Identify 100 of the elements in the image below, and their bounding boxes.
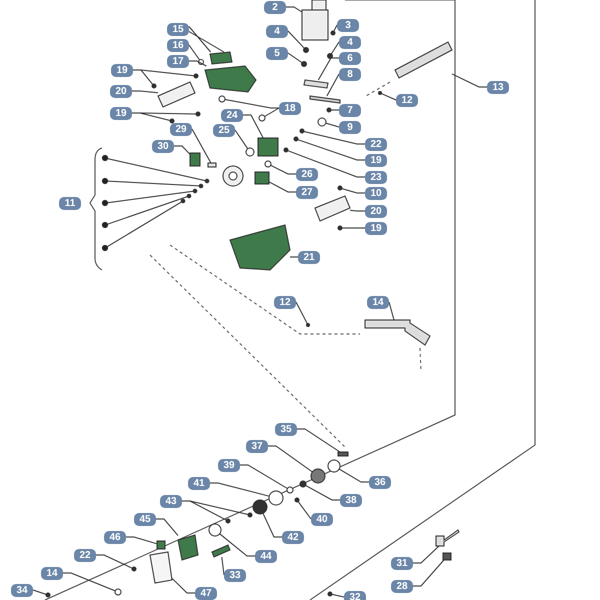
leader-line	[188, 26, 212, 52]
callout-number: 31	[391, 556, 413, 570]
bracket-drawing	[190, 152, 200, 166]
screw-drawing	[192, 188, 198, 194]
screw-drawing	[294, 136, 298, 142]
nut-drawing	[218, 96, 226, 102]
leader-line	[242, 114, 264, 138]
callout-number: 24	[221, 108, 243, 122]
leader-line	[287, 150, 366, 178]
bracket-drawing	[258, 138, 278, 156]
callout-number: 27	[296, 186, 318, 198]
leader-line	[262, 512, 282, 538]
screw-drawing	[46, 592, 50, 598]
callout-number: 16	[167, 38, 189, 52]
tube-drawing	[394, 41, 453, 79]
screw-drawing	[152, 84, 156, 88]
callout-number: 4	[266, 24, 288, 38]
connector-dot	[102, 200, 108, 206]
callout-number: 19	[365, 154, 387, 166]
leader-line	[341, 188, 366, 194]
housing-drawing	[302, 0, 328, 40]
callout-number: 19	[111, 64, 133, 76]
screw-drawing	[301, 61, 307, 67]
leader-line	[234, 130, 248, 150]
callout-number: 3	[337, 18, 359, 32]
leader-line	[297, 139, 366, 160]
callout-number: 15	[167, 22, 189, 36]
ring-drawing	[328, 460, 340, 472]
leader-line	[188, 44, 200, 60]
callout-number: 22	[74, 548, 96, 562]
screw-drawing	[198, 184, 204, 188]
screw-drawing	[306, 323, 310, 327]
pin-drawing	[326, 108, 332, 112]
leader-line	[296, 302, 308, 324]
callout-number: 35	[275, 422, 297, 436]
leader-line	[332, 594, 344, 598]
leader-line	[174, 146, 190, 155]
callout-number: 34	[11, 584, 33, 596]
pin-drawing	[303, 79, 329, 89]
leader-line	[298, 501, 312, 520]
callout-number: 30	[152, 140, 174, 152]
leader-line	[126, 536, 158, 544]
leader-line	[412, 560, 444, 586]
leader-line	[188, 60, 207, 66]
callout-number: 36	[369, 476, 391, 488]
screw-drawing	[378, 91, 382, 95]
housing-drawing	[177, 534, 199, 561]
leader-line	[350, 210, 366, 212]
leader-line	[296, 428, 340, 452]
screw-drawing	[248, 512, 252, 518]
leader-line	[107, 196, 188, 225]
screw-drawing	[294, 498, 300, 502]
callout-number: 41	[188, 476, 210, 490]
part-drawing	[442, 552, 452, 560]
leader-line	[156, 518, 178, 536]
leader-line	[172, 578, 196, 594]
hose-drawing	[364, 320, 431, 346]
leader-line	[96, 554, 133, 569]
callout-number: 47	[195, 586, 217, 600]
screw-drawing	[303, 47, 309, 53]
leader-line	[132, 90, 158, 94]
disc-drawing	[252, 500, 268, 514]
leader-line	[268, 446, 313, 472]
callout-number: 12	[274, 296, 296, 308]
leader-line	[288, 30, 305, 49]
callout-number: 37	[246, 440, 268, 452]
leader-line	[318, 58, 340, 80]
callout-number: 14	[367, 296, 389, 308]
callout-number: 42	[282, 530, 304, 544]
leader-line	[338, 468, 370, 482]
callout-number: 45	[134, 512, 156, 526]
callout-number: 7	[339, 104, 361, 116]
leader-line	[132, 112, 196, 114]
screw-drawing	[186, 194, 192, 198]
callout-number: 20	[110, 84, 132, 98]
leader-line	[270, 164, 296, 174]
screw-drawing	[327, 53, 333, 59]
screw-drawing	[300, 128, 304, 134]
callout-number: 5	[266, 46, 288, 60]
leader-line	[32, 590, 47, 595]
screw-drawing	[328, 592, 332, 596]
callout-number: 2	[264, 0, 286, 14]
leader-line	[290, 256, 298, 258]
gasket-drawing	[149, 551, 173, 584]
leader-line	[221, 556, 224, 576]
callout-number: 10	[365, 186, 387, 200]
callout-number: 44	[255, 550, 277, 562]
pin-drawing	[211, 544, 231, 558]
callout-number: 22	[365, 138, 387, 150]
callout-number: 23	[365, 170, 387, 184]
pin-drawing	[310, 95, 340, 104]
leader-line	[412, 546, 440, 564]
leader-line	[268, 181, 296, 192]
leader-line	[107, 180, 200, 186]
callout-number: 19	[365, 222, 387, 234]
ring-drawing	[268, 490, 284, 506]
leader-line	[288, 52, 302, 64]
callout-number: 25	[213, 124, 235, 136]
washer-drawing	[198, 59, 204, 65]
leader-line	[325, 122, 340, 128]
